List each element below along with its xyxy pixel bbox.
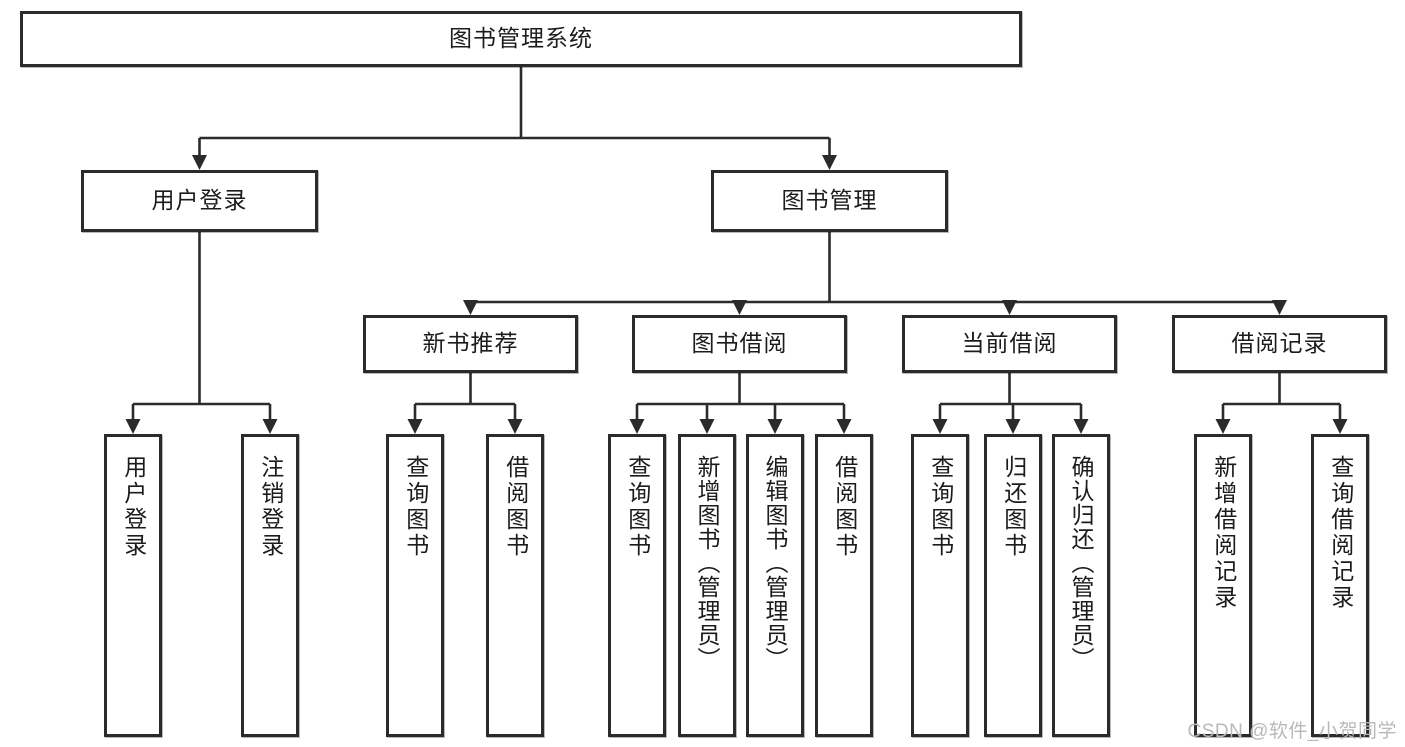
node-leaf-borrow-book-1[interactable]: 借阅图书 — [486, 434, 544, 737]
node-leaf-query-record[interactable]: 查询借阅记录 — [1311, 434, 1369, 737]
node-label: 归还图书 — [1000, 455, 1027, 559]
node-leaf-query-book-1[interactable]: 查询图书 — [386, 434, 444, 737]
node-leaf-return-book[interactable]: 归还图书 — [984, 434, 1042, 737]
node-leaf-logout[interactable]: 注销登录 — [241, 434, 299, 737]
node-new-book-recommend[interactable]: 新书推荐 — [363, 315, 578, 373]
node-label: 编辑图书（管理员） — [762, 455, 789, 671]
node-label: 用户登录 — [151, 187, 248, 214]
node-label: 查询图书 — [927, 455, 954, 559]
node-leaf-user-login[interactable]: 用户登录 — [104, 434, 162, 737]
node-leaf-borrow-book-2[interactable]: 借阅图书 — [815, 434, 873, 737]
node-current-borrow[interactable]: 当前借阅 — [902, 315, 1117, 373]
node-label: 查询借阅记录 — [1327, 455, 1354, 611]
node-label: 借阅图书 — [831, 455, 858, 559]
node-root[interactable]: 图书管理系统 — [20, 11, 1022, 67]
node-label: 图书借阅 — [691, 330, 788, 357]
node-label: 新书推荐 — [422, 330, 519, 357]
node-label: 查询图书 — [402, 455, 429, 559]
node-label: 借阅图书 — [502, 455, 529, 559]
node-label: 新增图书（管理员） — [694, 455, 721, 671]
node-label: 注销登录 — [257, 455, 284, 559]
node-label: 当前借阅 — [961, 330, 1058, 357]
node-label: 用户登录 — [120, 455, 147, 559]
node-leaf-add-record[interactable]: 新增借阅记录 — [1194, 434, 1252, 737]
node-leaf-query-book-2[interactable]: 查询图书 — [608, 434, 666, 737]
watermark-text: CSDN @软件_小贺同学 — [1187, 721, 1397, 742]
node-label: 新增借阅记录 — [1210, 455, 1237, 611]
node-leaf-add-book[interactable]: 新增图书（管理员） — [678, 434, 736, 737]
node-label: 图书管理系统 — [449, 25, 593, 52]
node-label: 借阅记录 — [1231, 330, 1328, 357]
node-book-manage[interactable]: 图书管理 — [711, 170, 948, 232]
node-label: 确认归还（管理员） — [1068, 455, 1095, 671]
node-label: 图书管理 — [781, 187, 878, 214]
node-label: 查询图书 — [624, 455, 651, 559]
node-borrow-record[interactable]: 借阅记录 — [1172, 315, 1387, 373]
node-user-login[interactable]: 用户登录 — [81, 170, 318, 232]
node-leaf-confirm-return[interactable]: 确认归还（管理员） — [1052, 434, 1110, 737]
node-leaf-query-book-3[interactable]: 查询图书 — [911, 434, 969, 737]
node-leaf-edit-book[interactable]: 编辑图书（管理员） — [746, 434, 804, 737]
node-book-borrow[interactable]: 图书借阅 — [632, 315, 847, 373]
